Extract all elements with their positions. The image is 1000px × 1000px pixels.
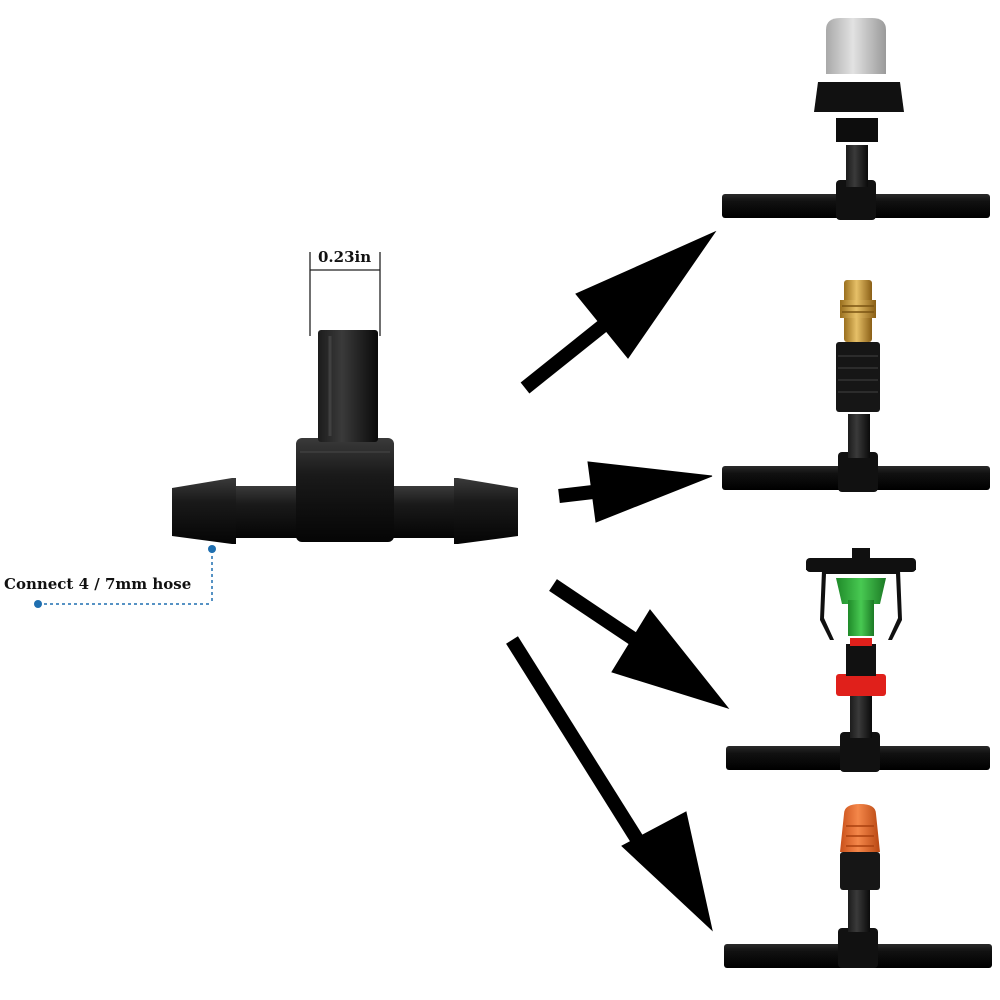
mist-nozzle-collar — [814, 82, 904, 112]
arrow-to-brass-nozzle — [558, 461, 713, 523]
tee-right-barb — [454, 478, 518, 544]
guide-dot-top — [208, 545, 216, 553]
hose-size-label: Connect 4 / 7mm hose — [4, 575, 192, 593]
arrow-to-rotary-sprinkler — [549, 579, 730, 709]
width-dimension-label: 0.23in — [318, 248, 372, 266]
tee-vertical-stem — [318, 330, 378, 442]
mist-nozzle-assembly — [722, 18, 990, 220]
adjustable-dripper-assembly — [724, 804, 992, 968]
tee-connector — [172, 330, 518, 544]
mist-nozzle-icon — [826, 18, 886, 74]
arrows — [506, 230, 730, 932]
sprinkler-red-base — [836, 674, 886, 696]
tee-left-barb — [172, 478, 236, 544]
rotary-sprinkler-assembly — [726, 548, 990, 772]
arrow-to-adjustable-dripper — [506, 636, 713, 932]
brass-nozzle-assembly — [722, 280, 990, 492]
rotary-sprinkler-icon — [836, 578, 886, 604]
hose-guide — [34, 545, 216, 608]
adjustable-dripper-icon — [840, 804, 880, 852]
width-dimension — [309, 252, 381, 336]
tee-center-hub — [296, 438, 394, 542]
guide-dot-left — [34, 600, 42, 608]
arrow-to-mist-nozzle — [520, 230, 717, 394]
